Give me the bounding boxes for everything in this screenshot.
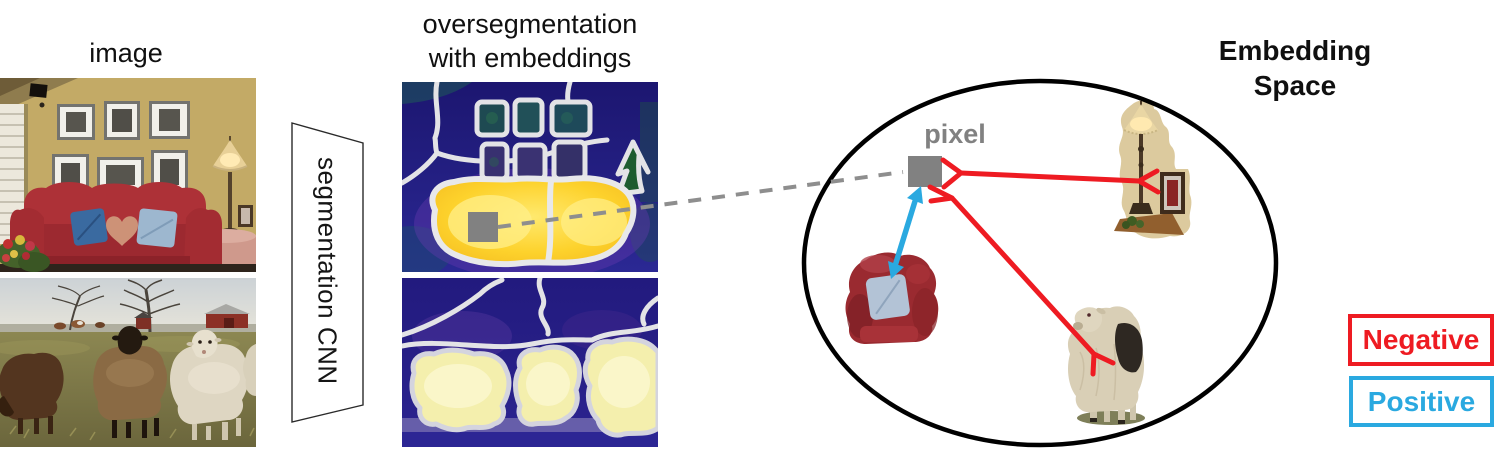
- heart-pillow: [106, 216, 138, 246]
- segmentation-cnn-block: [291, 122, 364, 423]
- oversegmentation-panel-label: oversegmentation with embeddings: [392, 7, 668, 75]
- distant-horses: [54, 320, 105, 330]
- legend-positive-label: Positive: [1367, 385, 1476, 417]
- sheep-partial-right: [243, 344, 256, 396]
- oversegmentation-label-line2: with embeddings: [428, 43, 632, 73]
- legend-negative-label: Negative: [1362, 324, 1480, 355]
- sheep-left-brown: [0, 352, 64, 434]
- pixel-marker-map: [468, 212, 498, 242]
- red-barn: [134, 304, 250, 329]
- embedding-space-title: Embedding Space: [1183, 33, 1407, 103]
- oversegmentation-map-livingroom: [402, 82, 658, 272]
- legend-positive: Positive: [1349, 376, 1494, 427]
- lamp-cutout: [1114, 100, 1192, 239]
- embedding-title-line2: Space: [1253, 70, 1337, 101]
- sheep-cutout: [1067, 306, 1145, 425]
- oversegmentation-map-sheep: [402, 278, 658, 447]
- grass-strokes: [9, 425, 255, 441]
- cnn-label-text: segmentation CNN: [312, 157, 343, 385]
- red-couch: [10, 182, 222, 266]
- superpixel-couch-yellow: [429, 175, 637, 268]
- sheep-right-white: [170, 329, 249, 440]
- couch-cutout: [845, 252, 939, 344]
- superpixel-contours-2: [402, 278, 658, 350]
- positive-arrowhead-pixel: [907, 186, 923, 204]
- cnn-trapezoid-shape: [291, 122, 364, 423]
- image-panel-label: image: [89, 38, 163, 68]
- floor-lamp: [212, 136, 248, 234]
- superpixel-contours: [402, 82, 610, 186]
- cnn-label: segmentation CNN: [296, 138, 358, 404]
- sheep-middle-brown: [93, 326, 167, 438]
- pixel-marker-embedding: [908, 156, 942, 187]
- sheep-field-photo: [0, 278, 256, 447]
- embedding-title-line1: Embedding: [1218, 35, 1372, 66]
- living-room-photo: [0, 78, 256, 272]
- legend-negative: Negative: [1348, 314, 1494, 366]
- oversegmentation-label-line1: oversegmentation: [422, 9, 638, 39]
- flower-bouquet: [0, 235, 50, 272]
- pixel-label: pixel: [924, 119, 986, 149]
